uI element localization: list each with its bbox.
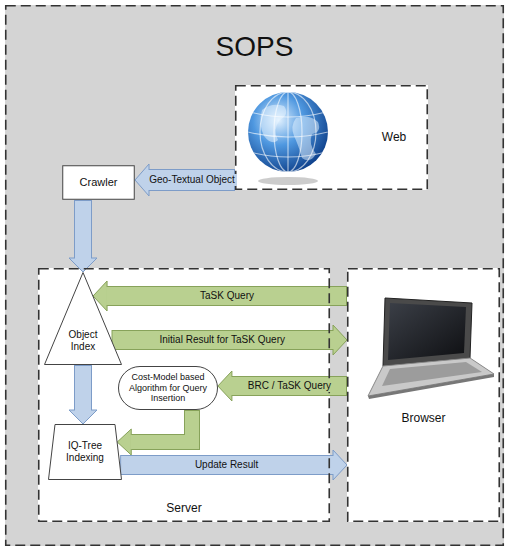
- node-outline: [347, 268, 500, 522]
- arrow-label: Geo-Textual Object: [147, 174, 237, 186]
- globe-parallel: [250, 152, 326, 157]
- outline-shape: [49, 425, 122, 480]
- block-arrow: [218, 371, 347, 401]
- laptop-icon: [368, 298, 494, 399]
- arrow-body: [130, 411, 192, 442]
- process-box: Crawler: [62, 165, 135, 200]
- laptop-lid: [383, 298, 472, 366]
- globe-shadow: [258, 177, 318, 185]
- arrow-head: [333, 450, 347, 480]
- outline-shape: [45, 273, 122, 365]
- index-trapezoid: IQ-Tree Indexing: [48, 424, 122, 480]
- arrow-head: [333, 325, 347, 355]
- block-arrow: [69, 200, 97, 272]
- outline-shape: [119, 367, 218, 410]
- block-arrow: [69, 365, 97, 424]
- arrow-head: [69, 410, 97, 424]
- node-label: Server: [166, 501, 201, 515]
- outline-shape: [63, 166, 135, 200]
- globe-icon: [248, 92, 328, 185]
- block-arrow: [117, 410, 192, 455]
- node-label: IQ-Tree Indexing: [58, 440, 112, 464]
- laptop-screen: [388, 303, 466, 360]
- arrow-body: [106, 287, 346, 305]
- arrow-head: [218, 371, 232, 401]
- globe-parallel: [248, 132, 328, 137]
- region-fill: [5, 5, 504, 546]
- region-fill: [235, 85, 428, 190]
- node-label: Web: [382, 130, 406, 144]
- region-fill: [347, 268, 500, 522]
- laptop-base: [368, 358, 494, 396]
- node-label: Crawler: [80, 176, 118, 189]
- arrow-outline: [107, 286, 347, 306]
- arrow-outline: [74, 200, 92, 258]
- arrow-outline: [74, 365, 92, 410]
- arrow-body: [121, 456, 334, 474]
- browser-region: Browser: [347, 268, 500, 522]
- arrow-head: [117, 429, 131, 455]
- arrow-body: [113, 331, 334, 349]
- arrow-label: Update Result: [193, 459, 260, 471]
- node-label: SOPS: [216, 30, 294, 64]
- web-region: Web: [235, 85, 428, 190]
- block-arrow: [93, 281, 347, 311]
- arrow-body: [75, 366, 91, 411]
- laptop-keyboard: [382, 362, 482, 386]
- globe-body: [248, 92, 328, 172]
- arrow-label: BRC / TaSK Query: [246, 380, 333, 392]
- arrow-body: [75, 201, 91, 259]
- algorithm-box: Cost-Model based Algorithm for Query Ins…: [118, 366, 218, 410]
- arrow-label: Initial Result for TaSK Query: [158, 334, 287, 346]
- laptop-edge: [368, 374, 494, 399]
- index-triangle: Object Index: [44, 272, 122, 365]
- globe-meridian: [260, 92, 316, 172]
- arrow-head: [69, 258, 97, 272]
- arrow-outline: [112, 330, 333, 350]
- server-region: Server Object IndexCost-Model based Algor…: [38, 268, 330, 522]
- arrow-outline: [131, 410, 192, 442]
- outline-shape: [39, 269, 330, 522]
- node-label: Browser: [401, 411, 445, 425]
- block-arrow: [112, 325, 347, 355]
- arrow-outline: [120, 455, 333, 475]
- globe-meridian: [274, 92, 302, 172]
- arrow-label: TaSK Query: [198, 290, 256, 302]
- outline-shape: [348, 269, 500, 522]
- outline-shape: [6, 6, 504, 546]
- outline-shape: [236, 86, 428, 190]
- globe-meridian: [287, 92, 288, 172]
- block-arrow: [120, 450, 347, 480]
- globe-parallel: [250, 112, 326, 117]
- node-label: Object Index: [63, 329, 103, 353]
- node-label: Cost-Model based Algorithm for Query Ins…: [126, 372, 210, 404]
